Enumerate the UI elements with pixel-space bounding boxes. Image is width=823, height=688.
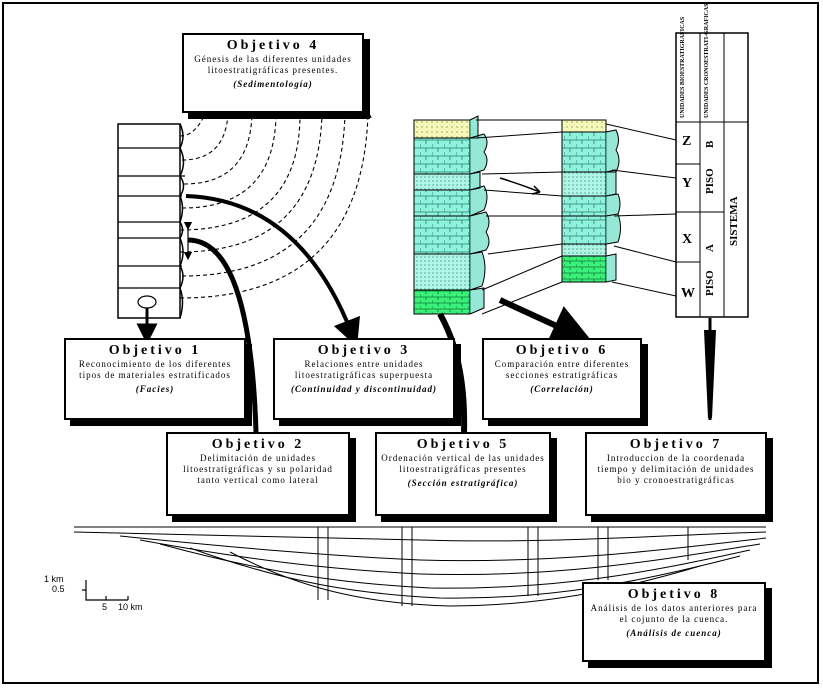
objective-7-title: Objetivo 7 xyxy=(587,437,765,453)
objective-4-box: Objetivo 4 Génesis de las diferentes uni… xyxy=(182,33,364,113)
objective-1-title: Objetivo 1 xyxy=(66,343,244,359)
table-header-crono: UNIDADES CRONOESTRATI-GRAFICAS xyxy=(704,34,710,118)
piso-b-letter: B xyxy=(704,141,716,148)
scale-bar xyxy=(82,580,128,600)
objective-3-desc: Relaciones entre unidades litoestratigrá… xyxy=(275,359,453,381)
objective-2-title: Objetivo 2 xyxy=(168,437,348,453)
sistema-label: SISTEMA xyxy=(728,196,740,246)
objective-5-box: Objetivo 5 Ordenación vertical de las un… xyxy=(375,432,551,516)
objective-8-box: Objetivo 8 Análisis de los datos anterio… xyxy=(582,582,766,662)
scale-vertical-05: 0.5 xyxy=(52,584,65,594)
stratigraphic-column-b xyxy=(562,120,621,282)
objective-5-key: (Sección estratigráfica) xyxy=(377,478,549,488)
objective-2-desc: Delimitación de unidades litoestratigráf… xyxy=(168,453,348,486)
scale-horizontal-5: 5 xyxy=(102,602,107,612)
table-header-bio: UNIDADES BIOESTRATIGRAFICAS xyxy=(680,34,686,118)
scale-vertical-1km: 1 km xyxy=(44,574,64,584)
objective-8-desc: Análisis de los datos anteriores para el… xyxy=(584,603,764,625)
objective-6-box: Objetivo 6 Comparación entre diferentes … xyxy=(482,338,642,420)
objective-8-title: Objetivo 8 xyxy=(584,587,764,603)
objective-1-desc: Reconocimiento de los diferentes tipos d… xyxy=(66,359,244,381)
zone-z: Z xyxy=(682,134,691,150)
objective-6-desc: Comparación entre diferentes secciones e… xyxy=(484,359,640,381)
piso-a-label: PISO xyxy=(704,270,716,296)
objective-6-key: (Correlación) xyxy=(484,384,640,394)
zone-y: Y xyxy=(682,176,692,192)
objective-7-desc: Introduccion de la coordenada tiempo y d… xyxy=(587,453,765,486)
objective-7-box: Objetivo 7 Introduccion de la coordenada… xyxy=(585,432,767,516)
zone-w: W xyxy=(681,286,695,302)
objective-6-title: Objetivo 6 xyxy=(484,343,640,359)
zone-x: X xyxy=(682,232,692,248)
piso-a-letter: A xyxy=(704,244,716,252)
objective-3-box: Objetivo 3 Relaciones entre unidades lit… xyxy=(273,338,455,420)
piso-b-label: PISO xyxy=(704,168,716,194)
objective-3-title: Objetivo 3 xyxy=(275,343,453,359)
objective-5-title: Objetivo 5 xyxy=(377,437,549,453)
objective-1-box: Objetivo 1 Reconocimiento de los diferen… xyxy=(64,338,246,420)
objective-5-desc: Ordenación vertical de las unidades lito… xyxy=(377,453,549,475)
objective-3-key: (Continuidad y discontinuidad) xyxy=(275,384,453,394)
objective-2-box: Objetivo 2 Delimitación de unidades lito… xyxy=(166,432,350,516)
objective-1-key: (Facies) xyxy=(66,384,244,394)
stratigraphic-column-a xyxy=(414,116,489,314)
objective-8-key: (Análisis de cuenca) xyxy=(584,628,764,638)
objective-4-key: (Sedimentología) xyxy=(184,79,362,89)
left-section-column xyxy=(118,124,188,318)
scale-horizontal-10km: 10 km xyxy=(118,602,143,612)
objective-4-title: Objetivo 4 xyxy=(184,38,362,54)
objective-4-desc: Génesis de las diferentes unidades litoe… xyxy=(184,54,362,76)
